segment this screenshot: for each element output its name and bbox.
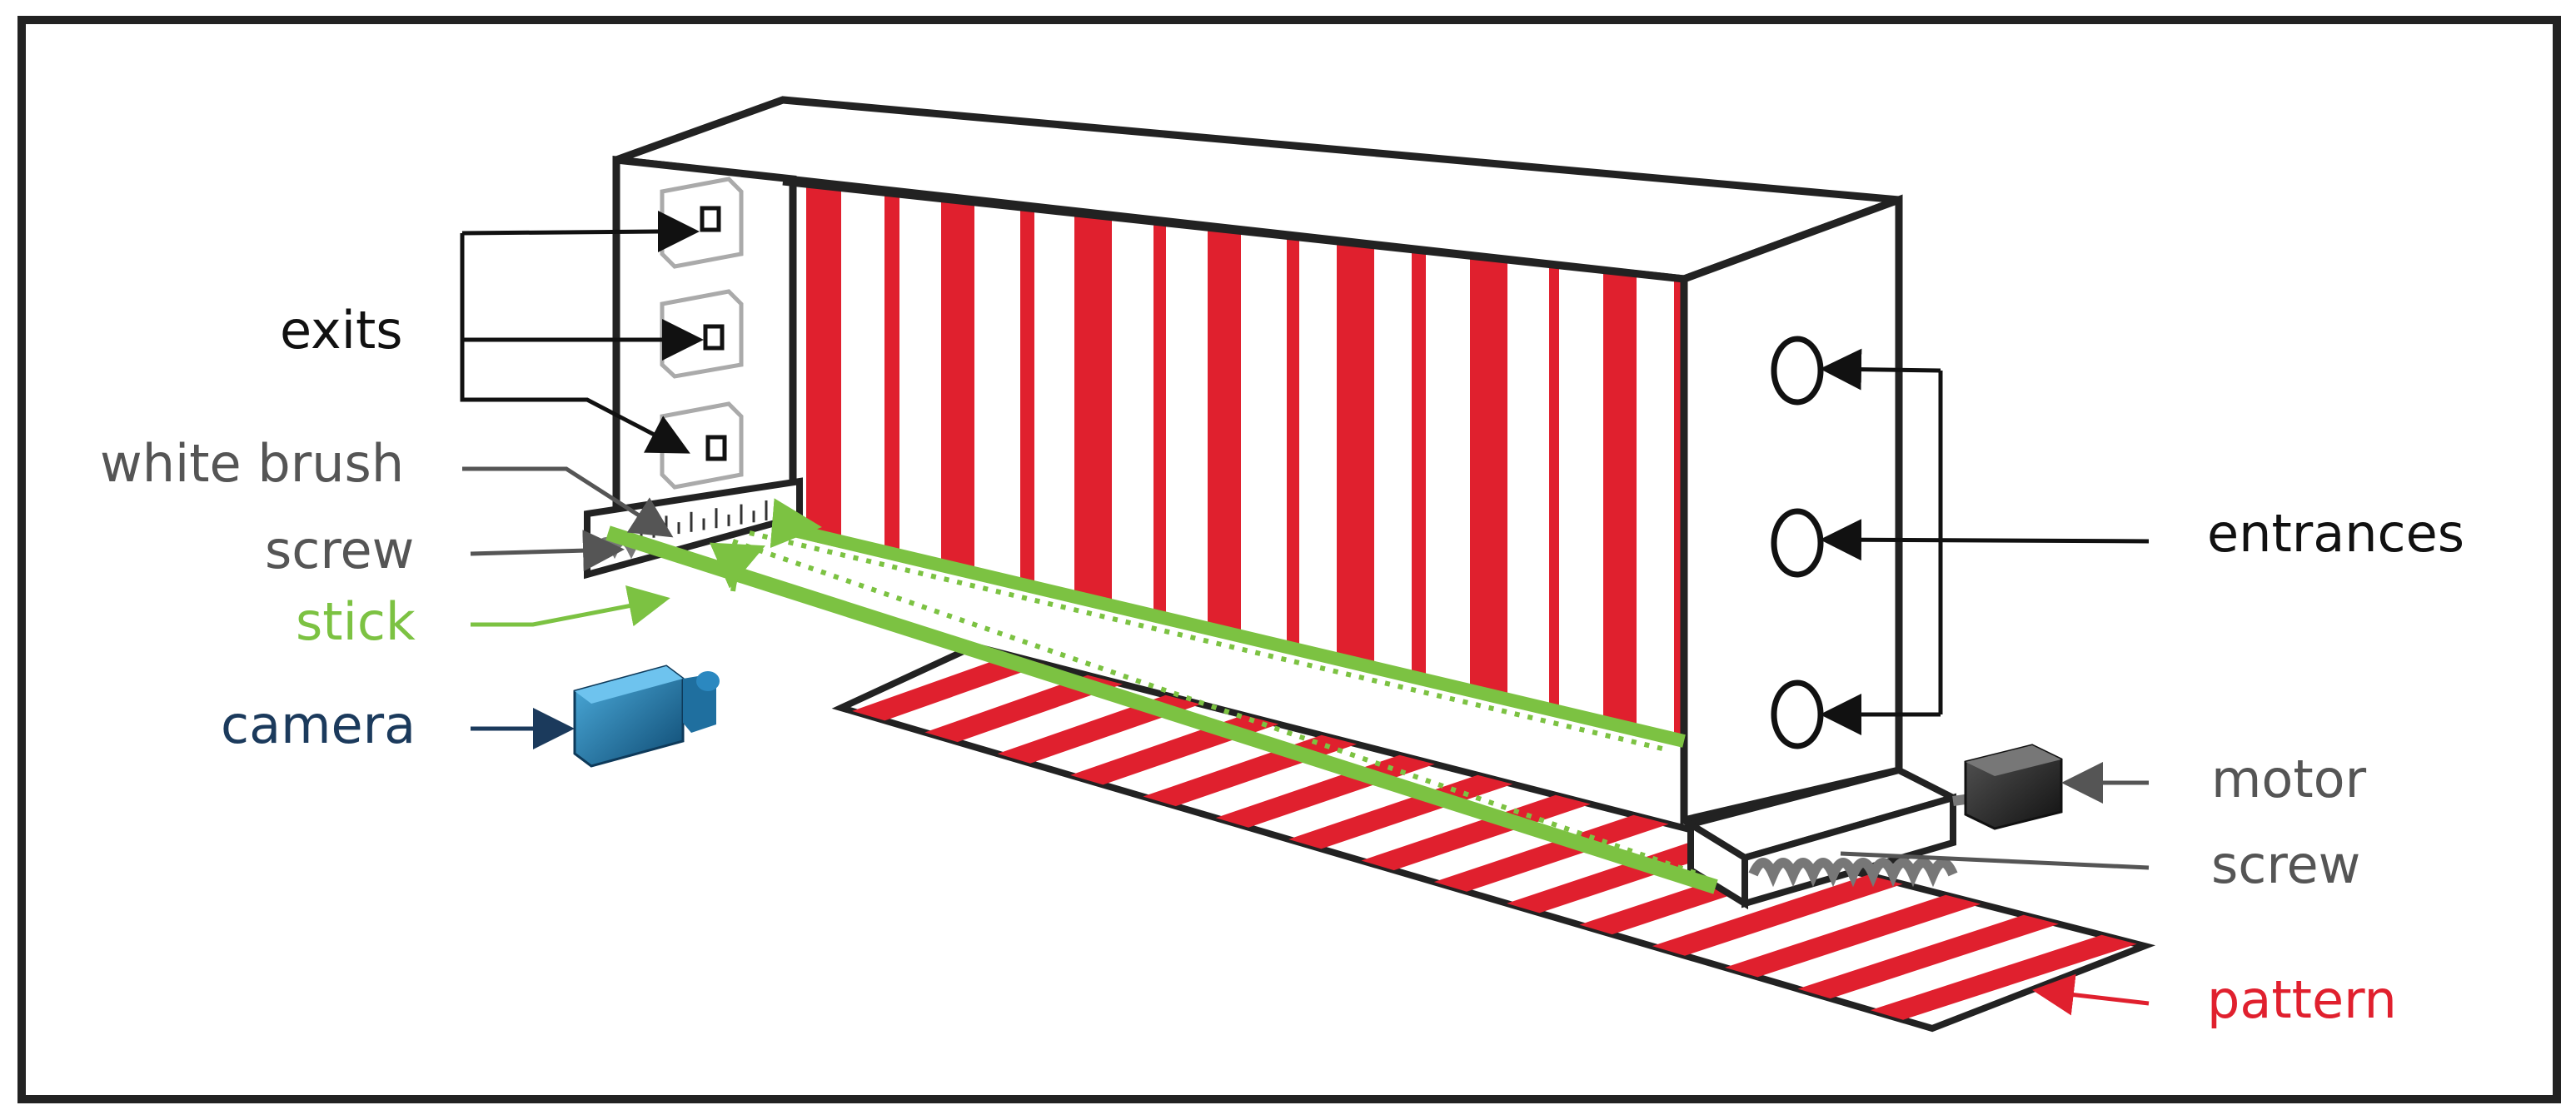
exit-boxes [660, 177, 744, 490]
wall-stripe [1337, 241, 1374, 674]
label-entrances: entrances [2207, 503, 2464, 564]
stick-rotation-arrow-2 [770, 498, 822, 549]
wall-stripe [806, 184, 841, 549]
corridor-box [612, 96, 1903, 825]
floor-stripe [1725, 894, 1981, 978]
floor-stripe [1797, 914, 2059, 999]
label-exits: exits [280, 300, 403, 361]
camera-icon [573, 665, 720, 768]
label-screw-right: screw [2211, 834, 2360, 895]
annotation-arrows [460, 211, 2150, 1016]
label-screw-left: screw [265, 520, 414, 580]
wall-stripe [1470, 256, 1507, 704]
stick-assembly [605, 498, 1718, 894]
floor-stripe [924, 674, 1123, 743]
stick-trace-2 [749, 530, 1667, 752]
floor-stripe [1507, 834, 1747, 913]
wall-stripe [941, 198, 974, 580]
wall-stripe [1153, 222, 1166, 625]
stick-front [605, 525, 1718, 894]
wall-stripe [1412, 249, 1426, 685]
label-pattern: pattern [2207, 969, 2397, 1030]
floor-stripe [1288, 774, 1513, 849]
right-screw-coil [1748, 858, 1958, 888]
floor-stripe [1652, 874, 1903, 956]
floor-stripe [1433, 814, 1669, 892]
exit-box-1 [660, 177, 744, 269]
entrance-hole-3 [1771, 679, 1824, 749]
label-camera: camera [221, 694, 416, 755]
entrance-hole-2 [1771, 508, 1824, 578]
floor-stripe [1361, 794, 1591, 871]
wall-stripe [1603, 270, 1637, 734]
stick-back [785, 522, 1686, 748]
stick-rotation-arrow [710, 542, 766, 592]
floor-stripe [1870, 934, 2137, 1020]
wall-stripe [1287, 236, 1299, 655]
stick-trace-1 [732, 539, 1700, 877]
wall-stripe [884, 192, 899, 562]
figure-frame [17, 16, 2561, 1103]
wall-stripe [1020, 207, 1034, 594]
label-white-brush: white brush [100, 433, 404, 494]
entrance-holes [1771, 336, 1824, 749]
label-stick: stick [296, 591, 416, 652]
exit-box-2 [660, 289, 744, 379]
motor-icon [1964, 744, 2063, 830]
wall-stripe [1549, 264, 1559, 716]
label-motor: motor [2211, 749, 2367, 809]
floor-stripe [852, 655, 1045, 721]
entrance-hole-1 [1771, 336, 1824, 406]
right-screw-housing [1682, 766, 1996, 910]
wall-stripe [1208, 227, 1241, 642]
wall-stripe [1074, 212, 1112, 612]
